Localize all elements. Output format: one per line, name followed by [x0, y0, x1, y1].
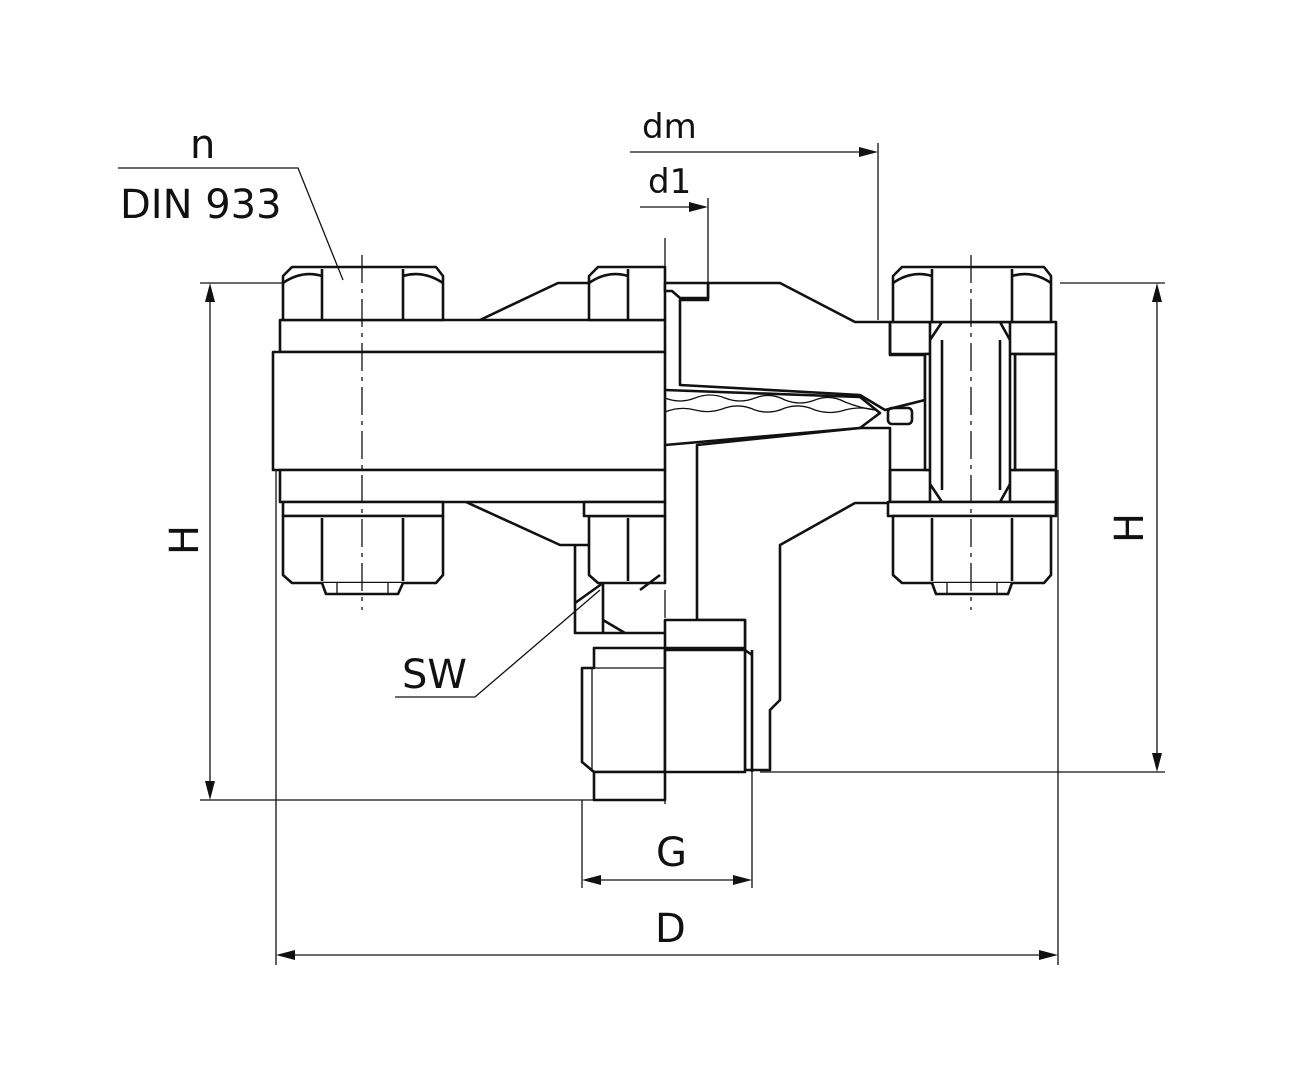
stem-body [573, 545, 665, 635]
left-half-view [271, 265, 667, 802]
wavy-insert [664, 394, 876, 411]
label-g: G [656, 830, 687, 876]
upper-middle-nut [587, 265, 667, 322]
cone-seat [664, 388, 882, 447]
right-upper-nut [891, 265, 1053, 324]
right-stud-bolt [928, 320, 1012, 504]
label-sw: SW [402, 652, 467, 698]
label-dm: dm [642, 107, 697, 147]
upper-left-nut [281, 265, 445, 322]
upper-flange-plate [278, 318, 667, 354]
label-h-left: H [162, 525, 208, 555]
leader-bolt [118, 167, 344, 281]
centre-lines [361, 238, 972, 810]
right-body-section [1013, 352, 1058, 472]
label-d1: d1 [648, 162, 691, 202]
sw-hex [574, 573, 661, 635]
right-half-section [663, 265, 1058, 774]
dimensions [118, 143, 1165, 965]
sealing-ring [886, 406, 914, 426]
right-lower-nut [886, 500, 1058, 596]
lower-left-nut [281, 500, 445, 596]
label-n: n [190, 122, 215, 168]
connector-section [663, 618, 754, 774]
label-d: D [655, 906, 686, 952]
centre-stub [663, 281, 710, 300]
labels: n DIN 933 dm d1 H H SW G D [120, 107, 1153, 952]
label-din: DIN 933 [120, 182, 282, 228]
body-band [271, 350, 667, 472]
label-h-right: H [1107, 513, 1153, 543]
lower-middle-nut [582, 500, 667, 585]
lower-flange-plate [278, 468, 667, 504]
threaded-connector [580, 646, 667, 802]
leader-sw [395, 589, 601, 698]
